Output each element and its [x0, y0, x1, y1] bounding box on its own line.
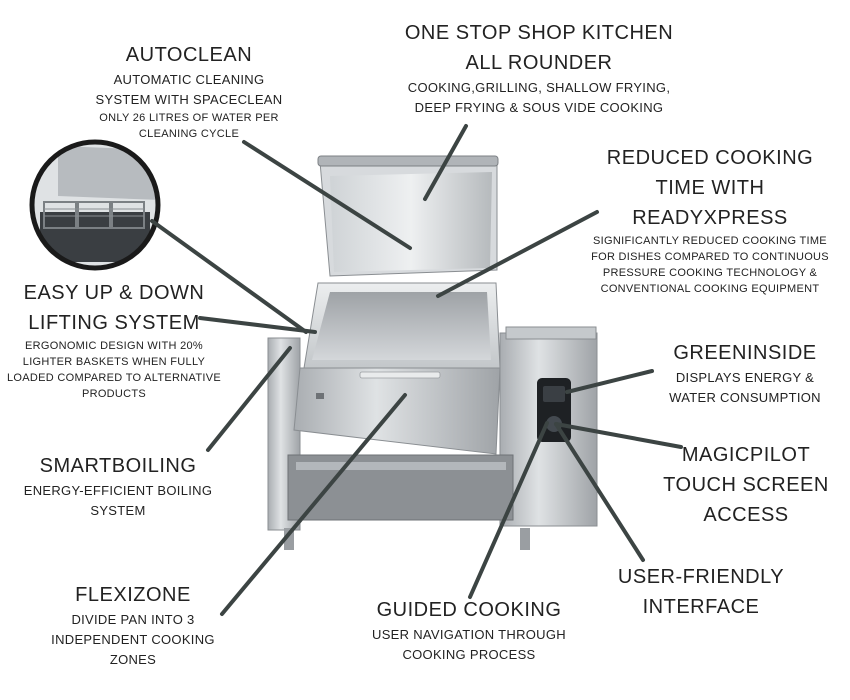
- flexizone-desc-1: DIVIDE PAN INTO 3: [71, 612, 195, 627]
- one-stop-desc-2: DEEP FRYING & SOUS VIDE COOKING: [414, 100, 664, 115]
- feature-smartboiling: SMARTBOILING ENERGY-EFFICIENT BOILING SY…: [12, 451, 224, 521]
- feature-user-friendly: USER-FRIENDLY INTERFACE: [612, 562, 790, 622]
- legs: [284, 528, 530, 550]
- greeninside-desc-1: DISPLAYS ENERGY &: [675, 370, 815, 385]
- one-stop-desc-1: COOKING,GRILLING, SHALLOW FRYING,: [407, 80, 671, 95]
- reduced-title-3: READYXPRESS: [632, 207, 788, 229]
- guided-desc-1: USER NAVIGATION THROUGH: [372, 627, 566, 642]
- reduced-desc-4: CONVENTIONAL COOKING EQUIPMENT: [600, 283, 820, 295]
- easy-up-title-2: LIFTING SYSTEM: [28, 312, 200, 334]
- leader-easy-up: [198, 316, 317, 334]
- magicpilot-title-3: ACCESS: [703, 504, 789, 526]
- easy-up-desc-3: LOADED COMPARED TO ALTERNATIVE: [7, 372, 221, 384]
- feature-one-stop-shop: ONE STOP SHOP KITCHEN ALL ROUNDER COOKIN…: [389, 18, 689, 118]
- feature-autoclean: AUTOCLEAN AUTOMATIC CLEANING SYSTEM WITH…: [84, 40, 294, 142]
- easy-up-desc-4: PRODUCTS: [81, 388, 147, 400]
- basket-inset: [29, 139, 161, 271]
- reduced-title-2: TIME WITH: [655, 177, 765, 199]
- reduced-desc-3: PRESSURE COOKING TECHNOLOGY &: [602, 267, 818, 279]
- greeninside-title: GREENINSIDE: [673, 342, 817, 364]
- feature-flexizone: FLEXIZONE DIVIDE PAN INTO 3 INDEPENDENT …: [48, 580, 218, 670]
- one-stop-title-2: ALL ROUNDER: [465, 52, 613, 74]
- flexizone-desc-3: ZONES: [109, 652, 157, 667]
- user-friendly-title-1: USER-FRIENDLY: [617, 566, 785, 588]
- flexizone-desc-2: INDEPENDENT COOKING: [51, 632, 215, 647]
- leader-lines: [150, 124, 683, 616]
- easy-up-desc-1: ERGONOMIC DESIGN WITH 20%: [24, 340, 204, 352]
- leader-guided: [468, 421, 549, 599]
- flexizone-title: FLEXIZONE: [75, 584, 191, 606]
- leader-basket-inset: [150, 219, 308, 334]
- easy-up-title-1: EASY UP & DOWN: [23, 282, 205, 304]
- lid: [317, 155, 499, 277]
- autoclean-desc-3: ONLY 26 LITRES OF WATER PER: [99, 112, 279, 124]
- autoclean-title: AUTOCLEAN: [125, 44, 253, 66]
- leader-user-friendly: [554, 422, 645, 562]
- smartboiling-title: SMARTBOILING: [39, 455, 197, 477]
- feature-magicpilot: MAGICPILOT TOUCH SCREEN ACCESS: [654, 440, 838, 530]
- autoclean-desc-1: AUTOMATIC CLEANING: [113, 72, 265, 87]
- smartboiling-desc-2: SYSTEM: [90, 503, 146, 518]
- guided-title: GUIDED COOKING: [376, 599, 562, 621]
- reduced-desc-1: SIGNIFICANTLY REDUCED COOKING TIME: [593, 235, 827, 247]
- leader-magicpilot: [554, 422, 683, 449]
- feature-guided-cooking: GUIDED COOKING USER NAVIGATION THROUGH C…: [360, 595, 578, 665]
- feature-reduced-cooking-time: REDUCED COOKING TIME WITH READYXPRESS SI…: [587, 143, 833, 297]
- leader-greeninside: [565, 369, 654, 394]
- leader-flexizone: [220, 393, 407, 616]
- greeninside-desc-2: WATER CONSUMPTION: [669, 390, 821, 405]
- autoclean-desc-4: CLEANING CYCLE: [138, 128, 240, 140]
- guided-desc-2: COOKING PROCESS: [402, 647, 536, 662]
- feature-greeninside: GREENINSIDE DISPLAYS ENERGY & WATER CONS…: [655, 338, 835, 408]
- easy-up-desc-2: LIGHTER BASKETS WHEN FULLY: [22, 356, 206, 368]
- leader-one-stop: [423, 124, 468, 201]
- tilting-pan: [293, 282, 501, 455]
- feature-easy-up-down: EASY UP & DOWN LIFTING SYSTEM ERGONOMIC …: [6, 278, 222, 402]
- leader-smartboiling: [206, 346, 292, 452]
- magicpilot-title-2: TOUCH SCREEN: [663, 474, 829, 496]
- one-stop-title-1: ONE STOP SHOP KITCHEN: [404, 22, 674, 44]
- autoclean-desc-2: SYSTEM WITH SPACECLEAN: [95, 92, 283, 107]
- user-friendly-title-2: INTERFACE: [642, 596, 760, 618]
- leader-reduced-time: [436, 210, 599, 298]
- reduced-title-1: REDUCED COOKING: [606, 147, 814, 169]
- magicpilot-title-1: MAGICPILOT: [681, 444, 811, 466]
- leader-autoclean: [242, 140, 412, 250]
- reduced-desc-2: FOR DISHES COMPARED TO CONTINUOUS: [591, 251, 829, 263]
- smartboiling-desc-1: ENERGY-EFFICIENT BOILING: [23, 483, 213, 498]
